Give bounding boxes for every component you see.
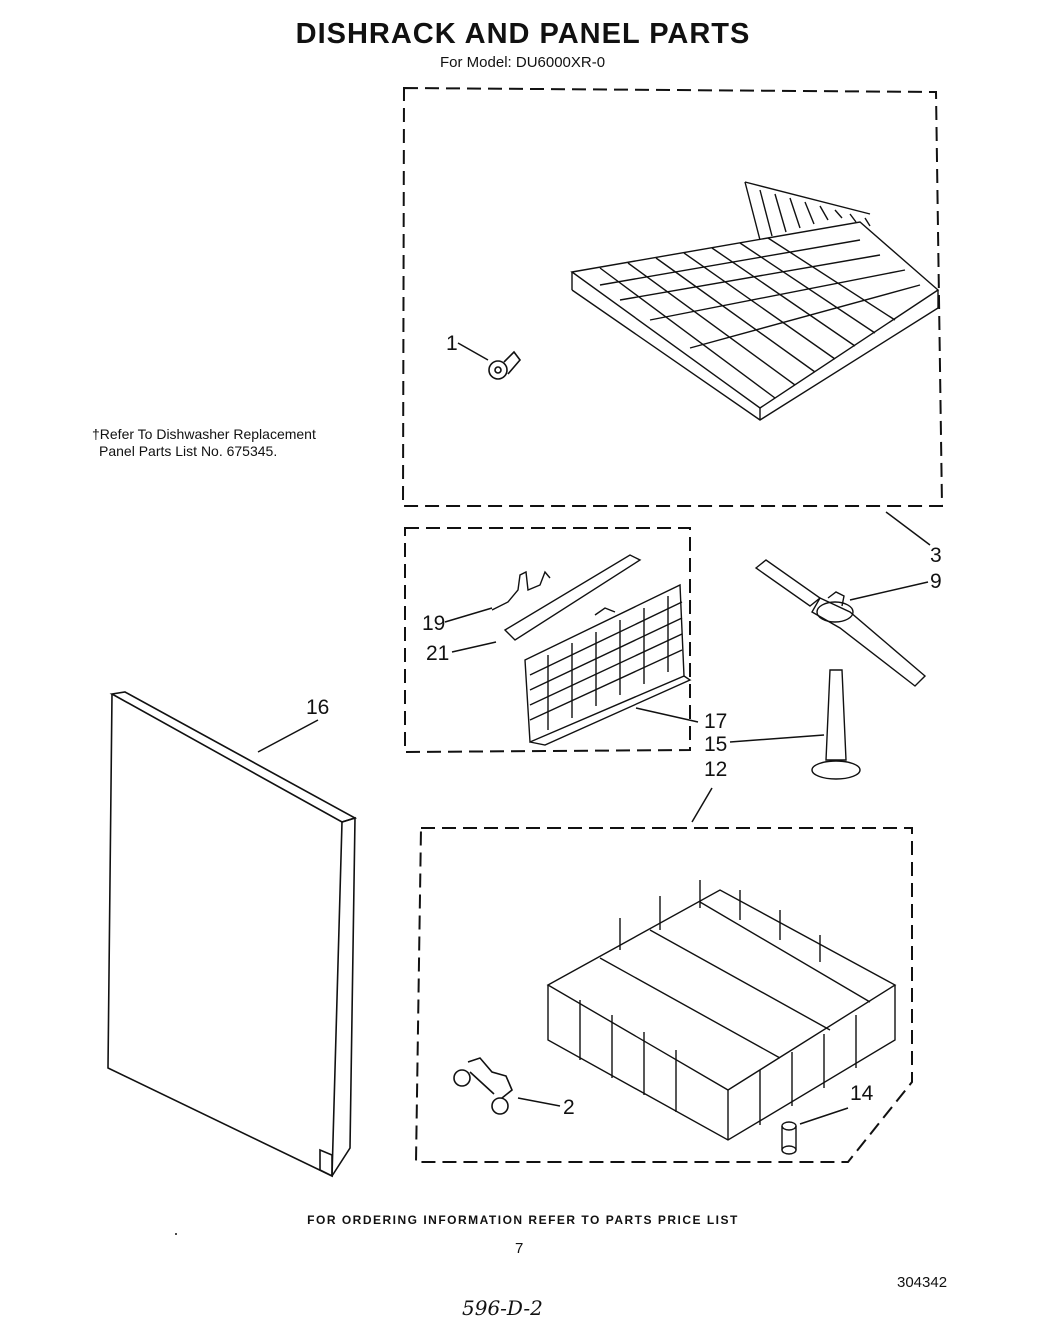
callout-19: 19: [422, 612, 446, 635]
callout-15: 15: [704, 733, 728, 756]
ordering-note: FOR ORDERING INFORMATION REFER TO PARTS …: [307, 1213, 739, 1227]
callout-2: 2: [563, 1096, 575, 1119]
callout-3: 3: [930, 544, 942, 567]
rack-post-part: [781, 1121, 797, 1155]
model-subtitle: For Model: DU6000XR-0: [440, 54, 606, 71]
panel-grid-part: [503, 554, 692, 746]
note-line-2: Panel Parts List No. 675345.: [99, 443, 278, 459]
handwritten-code: 596-D-2: [462, 1296, 543, 1320]
note-line-1: †Refer To Dishwasher Replacement: [92, 426, 316, 442]
panel-parts-box: [404, 527, 691, 754]
spray-arm-part: [754, 559, 927, 687]
callout-21: 21: [426, 642, 450, 665]
spray-tube-part: [811, 669, 861, 780]
rack-roller-part: [488, 350, 522, 380]
callout-16: 16: [306, 696, 330, 719]
clip-part: [491, 570, 551, 611]
door-panel-part: [107, 691, 358, 1178]
callout-17: 17: [704, 710, 728, 733]
callout-1: 1: [446, 332, 458, 355]
lower-rack-box: [414, 827, 913, 1163]
callout-12: 12: [704, 758, 728, 781]
upper-dishrack: [570, 181, 940, 421]
lower-roller-part: [453, 1057, 513, 1115]
page-title: DISHRACK AND PANEL PARTS: [295, 18, 751, 50]
lower-dishrack: [546, 880, 897, 1141]
callout-14: 14: [850, 1082, 874, 1105]
page-number: 7: [515, 1240, 524, 1257]
callout-9: 9: [930, 570, 942, 593]
document-number: 304342: [897, 1274, 948, 1291]
upper-rack-box: [401, 86, 944, 507]
